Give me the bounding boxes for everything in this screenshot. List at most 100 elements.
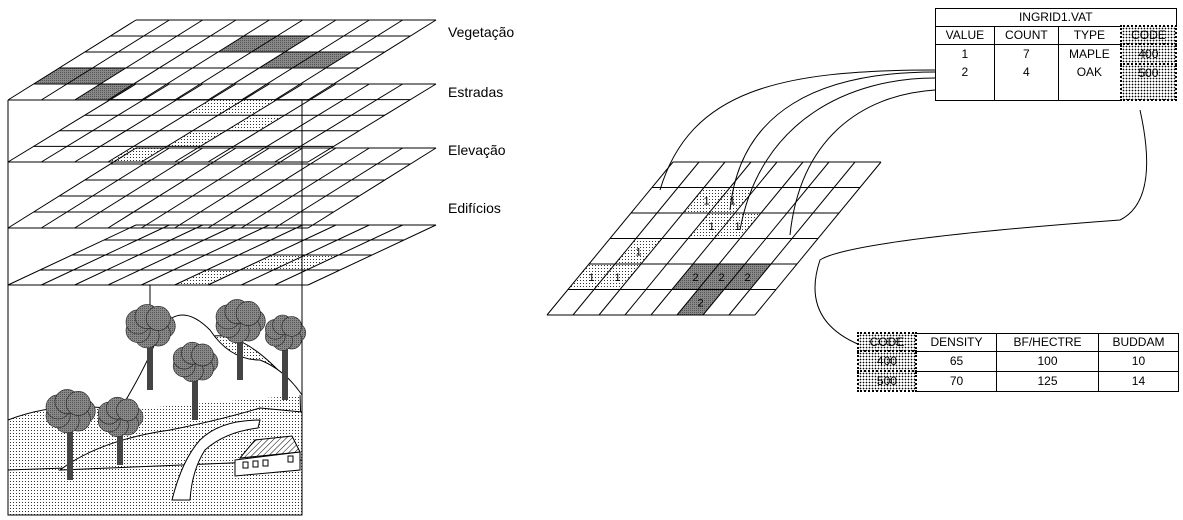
code-cell: 65 xyxy=(915,350,998,372)
vat-cell: 7 xyxy=(993,43,1060,64)
vat-cell: OAK xyxy=(1057,64,1122,101)
vat-cell-code: 400 xyxy=(1119,43,1178,65)
code-table: CODE DENSITY BF/HECTRE BUDDAM 400 65 100… xyxy=(857,332,1180,392)
layer-gridline xyxy=(7,147,137,229)
grid-cell-value: 2 xyxy=(692,272,698,284)
grid-cell-value: 1 xyxy=(588,272,594,284)
layer-gridline xyxy=(107,147,237,229)
grid-cell-value: 1 xyxy=(734,221,740,233)
layer-cell xyxy=(251,36,311,52)
layer-gridline xyxy=(274,147,403,229)
grid-cell xyxy=(709,187,756,213)
grid-cell xyxy=(677,289,724,315)
grid-cell-value: 2 xyxy=(718,272,724,284)
code-cell: 70 xyxy=(915,370,998,392)
tree-canopy xyxy=(116,398,139,422)
layer-label-elevation: Elevação xyxy=(448,142,506,158)
layer-gridline xyxy=(7,83,137,163)
layer-cell xyxy=(273,255,339,270)
vat-cell: 4 xyxy=(993,64,1060,101)
layer-gridline xyxy=(141,147,270,229)
code-cell: 125 xyxy=(996,370,1099,392)
vat-header-row: VALUE COUNT TYPE CODE xyxy=(935,25,1178,45)
layer-cell xyxy=(218,36,278,52)
grid-cell-value: 2 xyxy=(744,272,750,284)
layer-gridline xyxy=(274,19,403,101)
grid-cell xyxy=(698,264,745,290)
tree-trunk xyxy=(147,335,153,390)
layer-gridline xyxy=(241,19,370,101)
house-icon xyxy=(234,435,301,477)
grid-cell-value: 1 xyxy=(729,195,735,207)
grid-cell xyxy=(594,264,641,290)
grid-cell xyxy=(688,213,735,239)
code-header-row: CODE DENSITY BF/HECTRE BUDDAM xyxy=(857,332,1180,352)
tree-trunk xyxy=(117,425,123,465)
code-cell-code: 500 xyxy=(857,370,917,392)
vat-cell: MAPLE xyxy=(1057,43,1122,64)
layer-cell xyxy=(33,68,93,84)
vat-cell: 1 xyxy=(935,43,995,64)
layer-cell xyxy=(259,52,319,68)
layer-label-buildings: Edifícios xyxy=(448,200,501,216)
tree-trunk xyxy=(67,420,73,480)
code-cell: 10 xyxy=(1097,350,1180,372)
grid-cell xyxy=(615,238,662,264)
grid-cell-value: 1 xyxy=(635,246,641,258)
layer-cell xyxy=(74,84,134,100)
layer-cell xyxy=(108,146,167,162)
layer-gridline xyxy=(41,147,170,229)
tree-canopy xyxy=(65,391,91,416)
code-cell-code: 400 xyxy=(857,350,917,372)
vat-cell-code: 500 xyxy=(1119,63,1178,101)
layer-gridline xyxy=(207,147,337,229)
grid-cell-value: 1 xyxy=(614,272,620,284)
vat-cell: 2 xyxy=(935,64,995,101)
vat-table: INGRID1.VAT VALUE COUNT TYPE CODE 1 7 MA… xyxy=(935,8,1178,101)
grid-cell xyxy=(724,264,771,290)
link-curves xyxy=(659,69,1148,346)
layer-gridline xyxy=(274,83,403,163)
vat-header-code: CODE xyxy=(1119,25,1178,45)
code-header-code: CODE xyxy=(857,332,917,352)
layer-cell xyxy=(240,255,306,270)
layer-gridline xyxy=(141,83,270,163)
grid-cell-value: 2 xyxy=(697,297,703,309)
layer-cell xyxy=(66,68,126,84)
layer-gridline xyxy=(141,19,270,101)
vat-header-value: VALUE xyxy=(935,25,995,45)
tree-canopy xyxy=(281,316,302,337)
code-header-density: DENSITY xyxy=(915,332,998,352)
tree-trunk xyxy=(237,330,243,380)
layer-gridline xyxy=(74,83,203,163)
vat-row: 1 7 MAPLE 400 xyxy=(935,43,1178,65)
layer-gridline xyxy=(307,83,437,163)
layer-gridline xyxy=(174,83,303,163)
trees xyxy=(45,299,306,480)
layer-cell xyxy=(166,130,226,147)
layer-gridline xyxy=(7,19,137,101)
layer-gridline xyxy=(174,147,303,229)
layer-cell xyxy=(174,270,240,285)
grid-cell-value: 1 xyxy=(703,195,709,207)
layer-gridline xyxy=(107,83,237,163)
tree-trunk xyxy=(192,370,198,420)
layer-gridline xyxy=(307,147,437,229)
tree-trunk xyxy=(282,340,288,400)
code-row: 500 70 125 14 xyxy=(857,370,1180,392)
vat-table-title: INGRID1.VAT xyxy=(935,8,1177,27)
layer-stack xyxy=(7,19,437,286)
layer-label-roads: Estradas xyxy=(448,84,504,100)
grid-cell xyxy=(683,187,730,213)
layer-cell xyxy=(184,99,244,116)
grid-cell xyxy=(714,213,761,239)
layer-gridline xyxy=(41,83,170,163)
grid-cell-value: 1 xyxy=(708,221,714,233)
tree-canopy xyxy=(191,343,214,367)
layer-gridline xyxy=(74,19,203,101)
code-row: 400 65 100 10 xyxy=(857,350,1180,372)
layer-gridline xyxy=(174,19,303,101)
layer-gridline xyxy=(207,83,337,163)
layer-gridline xyxy=(41,19,170,101)
layer-gridline xyxy=(241,83,370,163)
